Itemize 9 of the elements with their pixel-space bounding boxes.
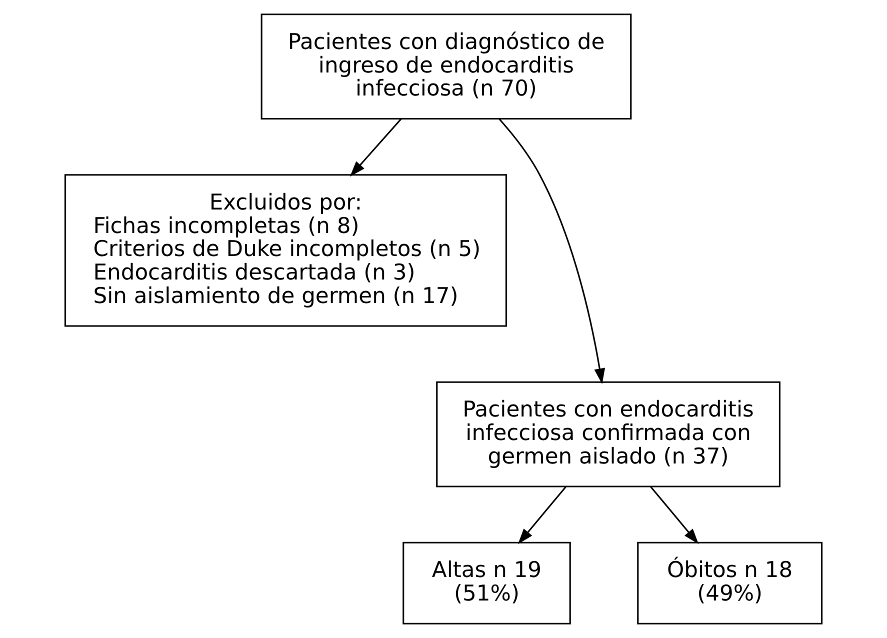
node-box: Pacientes con endocarditis infecciosa confirmada con germen aislado (n 37) (436, 381, 780, 488)
arrow (518, 486, 566, 544)
node-box: Pacientes con diagnóstico de ingreso de endocarditis infecciosa (n 70) (260, 14, 632, 120)
node-box: Excluidos por: Fichas incompletas (n 8) Criterios de Duke incompletos (n 5) Endocarditis descartada (n 3) Sin aislamiento de germen (n 17) (64, 174, 507, 327)
arrow (650, 486, 699, 544)
node-box: Altas n 19 (51%) (402, 542, 571, 624)
arrow (350, 118, 402, 177)
arrow (498, 118, 606, 384)
node-box: Óbitos n 18 (49%) (637, 542, 823, 624)
